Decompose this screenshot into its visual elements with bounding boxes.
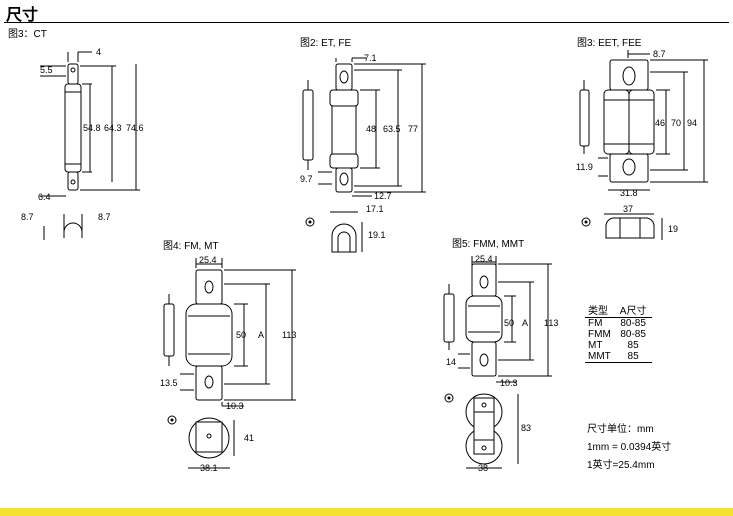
dim-eet-terminal-width: 8.7 (653, 49, 666, 59)
dim-et-terminal-thickness: 12.7 (374, 191, 392, 201)
dim-ct-overall-length: 74.6 (126, 123, 144, 133)
dim-eet-terminal-span: 31.8 (620, 188, 638, 198)
unit-note: 尺寸单位：mm (587, 424, 654, 435)
figure-et-caption: 图2: ET, FE (300, 37, 351, 49)
bottom-color-band (0, 508, 733, 516)
dim-et-endview-width: 17.1 (366, 204, 384, 214)
table-cell-type: MMT (585, 351, 617, 363)
dim-fm-hole-centers: A (258, 330, 264, 340)
fuse-fmm-side-view (443, 284, 455, 350)
dim-ct-hole-centers: 64.3 (104, 123, 122, 133)
figure-fm-caption: 图4: FM, MT (163, 240, 219, 252)
dim-fmm-terminal-depth: 14 (446, 357, 456, 367)
dim-fm-body-length: 50 (236, 330, 246, 340)
dim-fm-endview-height: 41 (244, 433, 254, 443)
dim-et-body-length: 48 (366, 124, 376, 134)
dimension-lines-ct (40, 51, 140, 240)
eet-endview-mark (581, 217, 591, 227)
fuse-et-drawing (329, 63, 359, 193)
dim-eet-body-length: 46 (655, 118, 665, 128)
dim-fmm-endview-height: 83 (521, 423, 531, 433)
table-cell-a-size: 85 (627, 340, 639, 351)
figure-eet-caption: 图3: EET, FEE (577, 37, 642, 49)
table-header-a-size: A尺寸 (616, 306, 653, 318)
figure-eet: 图3: EET, FEE (576, 37, 708, 240)
table-cell-type: FMM (588, 329, 611, 340)
dimension-lines-et (318, 57, 426, 252)
terminal-et-endview (331, 223, 357, 253)
dim-eet-overall-length: 94 (687, 118, 697, 128)
figure-ct-caption: 图3：CT (8, 28, 47, 40)
dim-fm-terminal-thickness: 10.3 (226, 401, 244, 411)
dim-eet-terminal-depth: 11.9 (576, 162, 593, 172)
et-endview-mark (305, 217, 315, 227)
dim-et-overall-length: 77 (408, 124, 418, 134)
dim-fm-overall-length: 113 (282, 330, 296, 340)
table-cell-type: MT (588, 340, 603, 351)
dim-eet-endview-height: 19 (668, 224, 678, 234)
dim-fmm-body-length: 50 (504, 318, 514, 328)
fmm-endview-mark (444, 393, 454, 403)
dim-ct-body-length: 54.8 (83, 123, 101, 133)
fm-endview-mark (167, 415, 177, 425)
inch-to-mm-note: 1英寸=25.4mm (587, 460, 655, 471)
dim-fmm-terminal-thickness: 10.3 (500, 378, 518, 388)
terminal-ct-endview (63, 222, 83, 238)
figure-ct: 图3：CT 4 5.5 54.8 64.3 74.6 6. (8, 28, 144, 240)
dim-et-terminal-depth: 9.7 (300, 174, 313, 184)
figure-fm: 图4: FM, MT 25.4 (160, 240, 296, 473)
table-header-row: 类型 A尺寸 (585, 306, 653, 318)
dim-et-endview-height: 19.1 (368, 230, 386, 240)
fuse-fm-side-view (163, 294, 175, 366)
dim-fm-terminal-width: 25.4 (199, 255, 217, 265)
fuse-eet-drawing (603, 59, 655, 183)
dim-fm-terminal-depth: 13.5 (160, 378, 178, 388)
dimension-lines-fm (180, 258, 296, 469)
table-header-type: 类型 (585, 306, 617, 318)
page-title: 尺寸 (6, 7, 39, 24)
table-cell-type: FM (588, 318, 603, 329)
figure-fmm: 图5: FMM, MMT (443, 238, 558, 473)
dim-fmm-hole-centers: A (522, 318, 528, 328)
dimension-lines-fmm (458, 256, 552, 469)
dim-ct-endview-left: 8.7 (21, 212, 34, 222)
dim-et-hole-centers: 63.5 (383, 124, 401, 134)
fuse-fm-drawing (185, 269, 233, 401)
table-row: MMT 85 (585, 351, 653, 363)
table-cell-a-size: 80-85 (620, 329, 646, 340)
terminal-eet-endview (605, 217, 655, 239)
dim-ct-endview-right: 8.7 (98, 212, 111, 222)
table-cell-a-size: 85 (616, 351, 653, 363)
dim-eet-endview-width: 37 (623, 204, 633, 214)
terminal-fmm-endview (465, 393, 503, 465)
fuse-eet-side-view (579, 80, 590, 154)
table-row: FM 80-85 (585, 318, 652, 330)
fuse-fmm-drawing (465, 263, 503, 377)
dim-fm-endview-width: 38.1 (200, 463, 218, 473)
figure-et: 图2: ET, FE 7. (300, 37, 426, 253)
dim-eet-hole-centers: 70 (671, 118, 681, 128)
dim-ct-terminal-depth: 6.4 (38, 192, 51, 202)
dim-ct-hole-offset: 5.5 (40, 65, 53, 75)
dim-ct-terminal-width: 4 (96, 47, 101, 57)
title-divider (4, 22, 729, 23)
a-dimension-table: 类型 A尺寸 FM 80-85 FMM 80-85 MT 85 MMT 85 (585, 306, 653, 363)
figure-fmm-caption: 图5: FMM, MMT (452, 238, 524, 250)
dim-fmm-endview-width: 38 (478, 463, 488, 473)
fuse-et-side-view (302, 80, 314, 170)
table-row: MT 85 (585, 340, 652, 351)
mm-to-inch-note: 1mm = 0.0394英寸 (587, 442, 672, 453)
dim-fmm-terminal-width: 25.4 (475, 254, 493, 264)
fuse-ct-drawing (64, 63, 82, 191)
table-cell-a-size: 80-85 (620, 318, 646, 329)
dim-et-terminal-width: 7.1 (364, 53, 377, 63)
table-row: FMM 80-85 (585, 329, 652, 340)
dim-fmm-overall-length: 113 (544, 318, 558, 328)
dimension-lines-eet (598, 50, 708, 240)
